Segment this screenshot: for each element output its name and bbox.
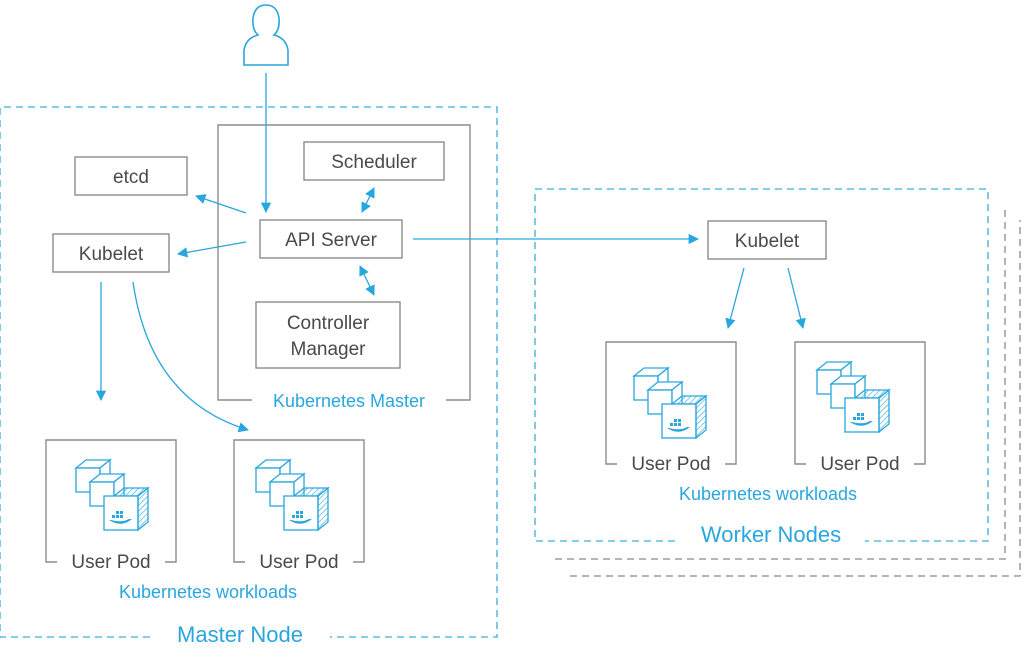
scheduler-label: Scheduler [331, 152, 417, 173]
arrow-api-controller [359, 265, 375, 296]
kubernetes-workloads-master-label: Kubernetes workloads [119, 582, 297, 602]
kubernetes-master-frame [217, 124, 471, 401]
arrow-api-to-kubelet-master [176, 241, 247, 258]
master-node-frame [0, 106, 498, 638]
scheduler-box [303, 141, 445, 181]
etcd-label: etcd [113, 167, 149, 188]
worker-node-frame-back-2 [570, 220, 1021, 577]
user-pod-master-2: User Pod [233, 439, 365, 573]
user-icon [243, 4, 289, 66]
user-pod-label: User Pod [631, 454, 710, 475]
user-pod-label: User Pod [71, 552, 150, 573]
user-pod-worker-1: User Pod [605, 341, 737, 475]
user-pod-label: User Pod [259, 552, 338, 573]
kubernetes-master-label: Kubernetes Master [273, 391, 425, 411]
controller-manager-label-line1: Controller [287, 313, 370, 334]
user-pod-label: User Pod [820, 454, 899, 475]
docker-container-icon [256, 460, 328, 530]
docker-container-icon [817, 362, 889, 432]
api-server-label: API Server [285, 230, 378, 251]
arrow-api-to-etcd [195, 194, 247, 214]
worker-nodes-label: Worker Nodes [701, 522, 841, 547]
kubelet-worker-label: Kubelet [735, 231, 800, 252]
worker-node-frame-back-1 [555, 205, 1006, 560]
arrow-kubelet-worker-to-pod2 [787, 267, 806, 330]
kubelet-master-box [52, 233, 170, 273]
arrow-kubelet-worker-to-pod1 [725, 267, 745, 330]
controller-manager-label-line2: Manager [291, 339, 367, 360]
kubelet-master-label: Kubelet [79, 244, 144, 265]
api-server-box [259, 219, 403, 259]
arrow-kubelet-master-to-pod2 [132, 281, 249, 433]
etcd-box [74, 156, 188, 196]
user-pod-worker-2: User Pod [794, 341, 926, 475]
docker-container-icon [76, 460, 148, 530]
kubernetes-workloads-worker-label: Kubernetes workloads [679, 484, 857, 504]
kubelet-worker-box [707, 220, 827, 260]
docker-container-icon [634, 368, 706, 438]
master-node-label: Master Node [177, 622, 303, 647]
controller-manager-box [255, 301, 401, 369]
user-pod-master-1: User Pod [45, 439, 177, 573]
arrow-api-scheduler [361, 187, 375, 213]
